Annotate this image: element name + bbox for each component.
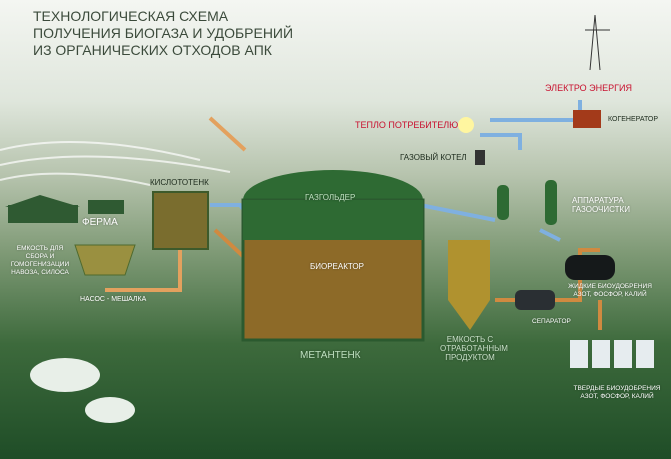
boiler [475, 150, 485, 165]
solid-fertilizer-label: ТВЕРДЫЕ БИОУДОБРЕНИЯ АЗОТ, ФОСФОР, КАЛИЙ [573, 385, 661, 400]
gasholder-label: ГАЗГОЛЬДЕР [305, 193, 356, 202]
tank-label: ЕМКОСТЬ ДЛЯ СБОРА И ГОМОГЕНИЗАЦИИ НАВОЗА… [10, 245, 70, 276]
boiler-label: ГАЗОВЫЙ КОТЕЛ [400, 153, 467, 162]
acid-tank [152, 191, 209, 250]
spent-tank-label: ЕМКОСТЬ С ОТРАБОТАННЫМ ПРОДУКТОМ [440, 335, 508, 362]
cogenerator-label: КОГЕНЕРАТОР [608, 116, 659, 123]
metatank [241, 170, 425, 342]
bioreactor-label: БИОРЕАКТОР [310, 262, 364, 271]
solid-bags [570, 340, 654, 368]
separator-label: СЕПАРАТОР [532, 318, 571, 325]
title-line: ИЗ ОРГАНИЧЕСКИХ ОТХОДОВ АПК [33, 42, 272, 58]
acid-tank-label: КИСЛОТОТЕНК [150, 178, 209, 187]
title-line: ПОЛУЧЕНИЯ БИОГАЗА И УДОБРЕНИЙ [33, 25, 294, 41]
liquid-fertilizer-label: ЖИДКИЕ БИОУДОБРЕНИЯ АЗОТ, ФОСФОР, КАЛИЙ [568, 283, 652, 298]
gas-cleaning [497, 180, 557, 225]
spent-tank [448, 240, 490, 330]
farm-buildings [5, 195, 124, 223]
title-line: ТЕХНОЛОГИЧЕСКАЯ СХЕМА [33, 8, 229, 24]
page-title: ТЕХНОЛОГИЧЕСКАЯ СХЕМА ПОЛУЧЕНИЯ БИОГАЗА … [33, 8, 293, 59]
separator-machine [515, 290, 555, 310]
pump-label: НАСОС - МЕШАЛКА [80, 296, 147, 303]
animals [30, 358, 135, 423]
metatank-label: МЕТАНТЕНК [300, 350, 361, 361]
lightbulb-icon [458, 117, 474, 133]
power-tower-icon [585, 14, 610, 71]
farm-label: ФЕРМА [82, 217, 118, 228]
liquid-tank [565, 255, 615, 280]
homogenizer-tank [74, 244, 136, 276]
field-rows [0, 141, 231, 186]
gas-cleaning-label: АППАРАТУРА ГАЗООЧИСТКИ [572, 196, 630, 214]
heat-label: ТЕПЛО ПОТРЕБИТЕЛЮ [355, 120, 459, 130]
electricity-label: ЭЛЕКТРО ЭНЕРГИЯ [545, 83, 632, 93]
cogenerator [573, 110, 601, 128]
